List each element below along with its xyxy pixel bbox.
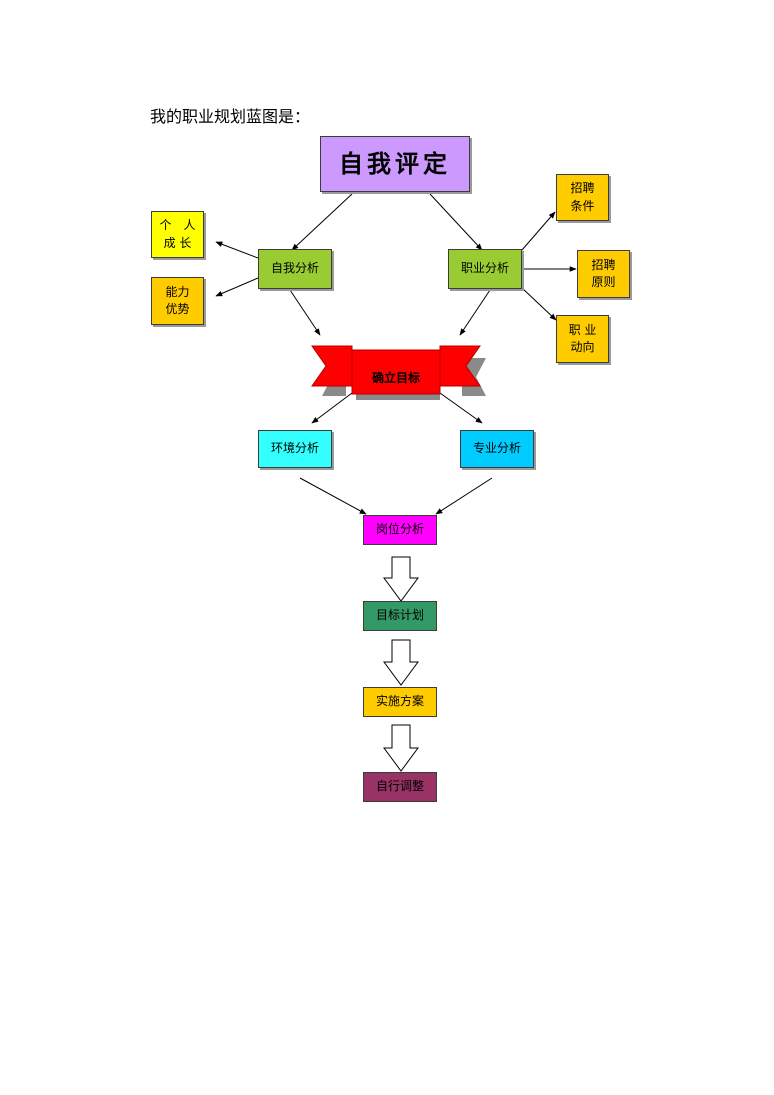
arrow-goal-to-environment xyxy=(311,392,353,424)
recruit-conditions-box: 招聘 条件 xyxy=(556,174,609,221)
major-analysis-box: 专业分析 xyxy=(460,430,534,468)
career-trend-label: 职 业 动向 xyxy=(568,322,597,354)
position-analysis-label: 岗位分析 xyxy=(375,522,424,537)
recruit-principles-box: 招聘 原则 xyxy=(577,250,630,298)
career-trend-box: 职 业 动向 xyxy=(556,315,609,363)
arrow-goal-to-major xyxy=(439,392,483,424)
self-evaluation-box: 自我评定 xyxy=(320,136,470,192)
ability-advantage-box: 能力 优势 xyxy=(151,277,204,325)
self-adjustment-box: 自行调整 xyxy=(363,772,437,802)
environment-analysis-box: 环境分析 xyxy=(258,430,332,468)
personal-growth-label: 个 人 成 长 xyxy=(159,218,196,250)
career-analysis-label: 职业分析 xyxy=(460,261,509,276)
page-heading: 我的职业规划蓝图是： xyxy=(150,107,311,126)
arrow-career-to-goal xyxy=(459,289,491,336)
goal-plan-label: 目标计划 xyxy=(375,608,424,623)
self-adjustment-label: 自行调整 xyxy=(375,779,424,794)
self-analysis-label: 自我分析 xyxy=(270,261,319,276)
recruit-principles-label: 招聘 原则 xyxy=(591,257,616,289)
set-goal-label: 确立目标 xyxy=(372,370,420,385)
personal-growth-box: 个 人 成 长 xyxy=(151,211,204,258)
set-goal-banner: 确立目标 xyxy=(311,345,486,400)
hollow-arrow-2 xyxy=(383,639,419,686)
hollow-arrow-1 xyxy=(383,556,419,602)
arrow-self-to-growth xyxy=(215,241,259,259)
position-analysis-box: 岗位分析 xyxy=(363,515,437,545)
arrow-career-to-conditions xyxy=(521,211,556,251)
self-evaluation-label: 自我评定 xyxy=(339,148,451,178)
self-analysis-box: 自我分析 xyxy=(258,249,332,289)
recruit-conditions-label: 招聘 条件 xyxy=(570,181,595,213)
arrow-self-to-ability xyxy=(215,277,259,297)
arrow-major-to-position xyxy=(435,477,493,515)
arrow-evaluation-to-self-analysis xyxy=(291,193,353,251)
implementation-plan-box: 实施方案 xyxy=(363,687,437,717)
environment-analysis-label: 环境分析 xyxy=(270,441,319,456)
goal-plan-box: 目标计划 xyxy=(363,601,437,631)
arrow-evaluation-to-career-analysis xyxy=(429,193,483,251)
arrow-environment-to-position xyxy=(299,477,367,515)
ability-advantage-label: 能力 优势 xyxy=(165,284,190,316)
arrow-career-to-trend xyxy=(521,287,557,321)
arrow-self-to-goal xyxy=(289,289,321,336)
implementation-plan-label: 实施方案 xyxy=(375,694,424,709)
major-analysis-label: 专业分析 xyxy=(472,441,521,456)
career-analysis-box: 职业分析 xyxy=(448,249,522,289)
hollow-arrow-3 xyxy=(383,724,419,772)
